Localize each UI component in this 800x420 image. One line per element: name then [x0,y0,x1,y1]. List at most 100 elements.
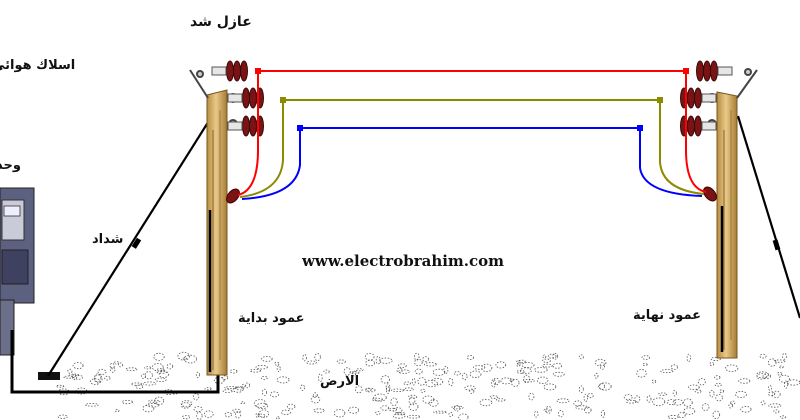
ground-speck [336,359,346,364]
ground-speck [63,375,74,379]
label-end-pole: عمود نهاية [633,308,702,323]
ground-speck [142,404,155,413]
ground-speck [241,384,246,388]
pole-brackets [189,68,758,129]
strain-insulator-disc [226,60,234,82]
ground-speck [432,368,446,376]
ground-speck [625,399,637,404]
ground-speck [687,384,700,390]
ground-speck [709,390,715,398]
ground-speck [380,375,390,384]
ground-speck [408,402,419,411]
ground-speck [156,368,165,372]
ground-speck [396,367,403,373]
ground-speck [500,377,512,385]
ground-speck [714,383,722,387]
ground-speck [130,382,143,386]
ground-speck [552,362,563,369]
strain-insulator-disc [240,60,248,82]
strain-insulator-disc [696,60,704,82]
ground-speck [269,391,280,398]
ground-speck [448,377,454,387]
label-unit: وحد [0,158,21,173]
ground-speck [255,365,268,370]
insulator-clamp [227,121,243,131]
ground-speck [69,373,80,377]
ground-speck [281,409,291,415]
ground-speck [183,354,197,364]
ground-speck [55,384,65,388]
ground-speck [375,411,381,416]
guy-wire-right [736,115,800,319]
ground-speck [787,379,800,386]
ground-speck [117,362,124,368]
ground-speck [599,362,605,370]
ground-speck [735,390,747,398]
ground-speck [575,405,589,410]
ground-speck [166,363,174,370]
ground-speck [573,400,582,407]
ground-speck [768,403,782,408]
ground-speck [417,377,426,386]
ground-speck [543,408,550,413]
ground-speck [428,399,439,407]
strain-insulator-disc [249,115,257,137]
strain-insulator-icons [211,60,733,137]
meter-box-icon [0,187,35,356]
ground-speck [425,379,438,388]
ground-speck [545,405,552,414]
ground-speck [355,385,363,394]
ground-texture [55,351,800,420]
label-ground: الارض [320,374,360,389]
ground-speck [646,395,652,403]
ground-speck [414,358,423,367]
end-pole-icon [716,91,738,359]
label-start-pole: عمود بداية [238,311,305,326]
ground-speck [333,409,346,418]
ground-speck [759,353,767,359]
ground-speck [365,387,372,392]
ground-speck [634,395,641,403]
start-pole-icon [206,89,228,376]
ground-speck [547,353,557,359]
ground-speck [473,365,486,370]
ground-speck [740,405,752,413]
ground-speck [104,375,111,381]
ground-speck [373,393,387,402]
ground-speck [306,360,317,365]
ground-speck [147,399,161,403]
ground-speck [90,378,101,385]
ground-speck [728,402,733,409]
ground-speck [349,371,360,375]
ground-speck [275,416,280,420]
drop-insulators [226,186,717,204]
ground-speck [578,354,584,360]
strain-insulator-disc [687,87,695,109]
earth-conductor [10,330,220,394]
ground-speck [558,409,564,418]
ground-speck [414,352,420,361]
ground-speck [636,369,647,378]
ground-speck [542,354,547,359]
ground-speck [714,375,721,380]
ground-speck [261,388,268,396]
ground-speck [403,381,412,386]
ground-speck [725,364,739,372]
ground-speck [403,387,415,391]
ground-speck [411,378,416,386]
ground-speck [181,402,191,409]
ground-speck [232,386,244,393]
ground-speck [154,396,165,406]
ground-speck [533,410,539,418]
ground-speck [599,383,606,390]
ground-speck [594,372,599,379]
ground-speck [94,374,103,384]
ground-speck [719,389,724,394]
ground-speck [135,384,144,389]
ground-speck [222,375,229,381]
guy-wire-right-turnbuckle [772,239,781,251]
label-strain-insulator: عازل شد [190,14,252,30]
ground-speck [204,410,214,418]
ground-speck [260,375,268,380]
ground-speck [182,356,188,360]
